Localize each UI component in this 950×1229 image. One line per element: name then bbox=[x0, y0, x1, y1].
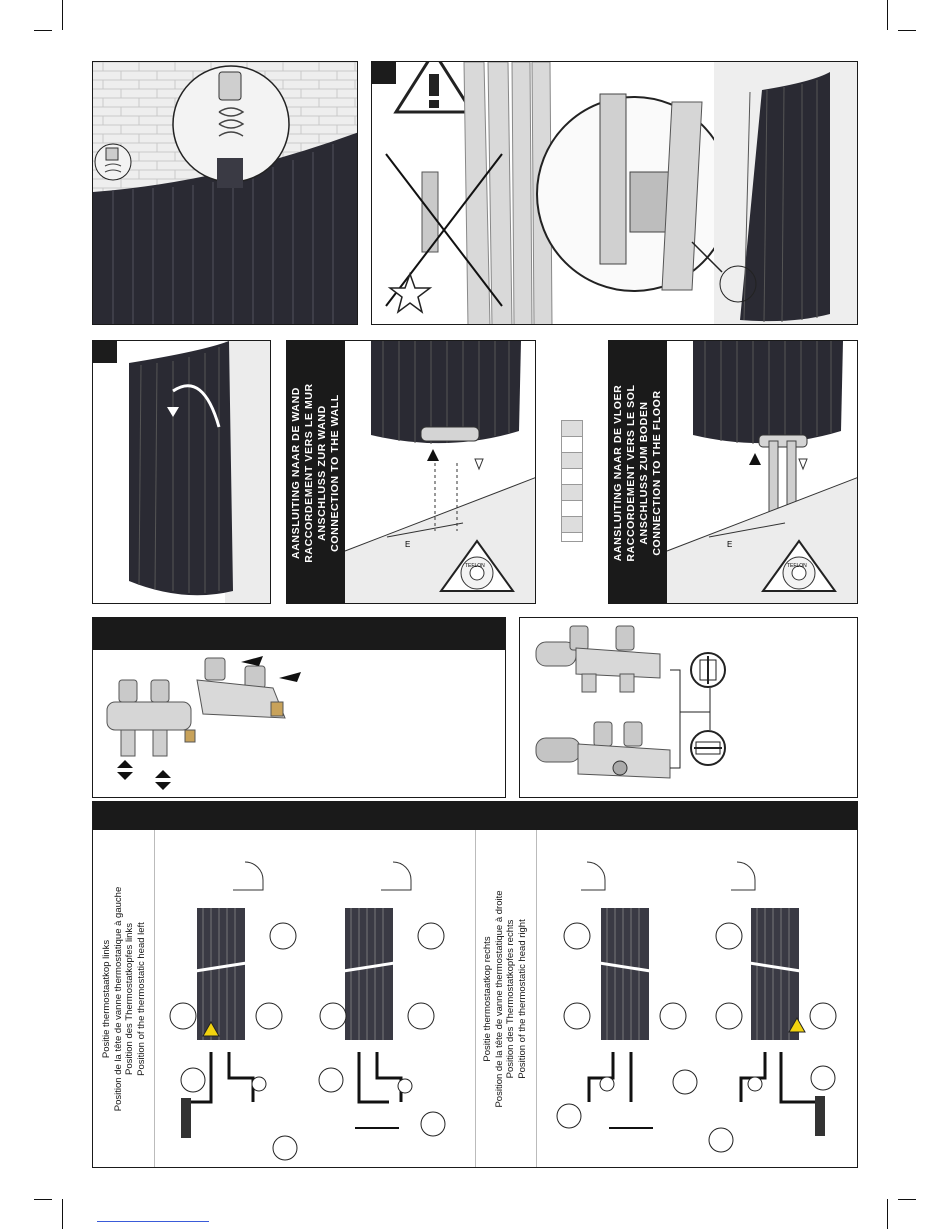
thermostat-positions-diagrams bbox=[169, 861, 837, 1161]
crop-mark bbox=[887, 1199, 888, 1229]
step-number-tab bbox=[372, 62, 396, 84]
screw-slot-open-icon bbox=[690, 652, 726, 688]
arrow-down-icon bbox=[474, 458, 484, 471]
mount-valve-illustration bbox=[93, 62, 357, 324]
teflon-tape-icon: TEFLON bbox=[761, 539, 837, 592]
step-panel-valve-options bbox=[92, 617, 506, 798]
thermostat-section-header-bar bbox=[93, 802, 857, 830]
dimension-table bbox=[561, 420, 583, 542]
screw-slot-closed-icon bbox=[690, 730, 726, 766]
crop-mark bbox=[898, 1199, 916, 1200]
valve-options-header-bar bbox=[93, 618, 505, 650]
arrow-right-icon bbox=[279, 672, 301, 682]
arrow-up-icon bbox=[427, 449, 439, 461]
wall-connection-label-strip bbox=[287, 341, 345, 603]
crop-mark bbox=[887, 0, 888, 30]
tilt-radiator-illustration bbox=[129, 341, 270, 603]
warning-icon bbox=[393, 62, 475, 114]
valve-icon bbox=[196, 657, 286, 719]
crop-mark bbox=[62, 0, 63, 30]
arrow-down-icon bbox=[798, 458, 808, 471]
teflon-label: TEFLON bbox=[787, 563, 807, 569]
warning-icon bbox=[202, 1020, 220, 1037]
radiator-diagram-left-wall bbox=[169, 861, 298, 1161]
thermostat-right-label-column bbox=[475, 830, 537, 1167]
arrow-up-down-icon bbox=[155, 770, 171, 790]
warning-icon bbox=[788, 1016, 806, 1033]
crop-mark bbox=[62, 1199, 63, 1229]
radiator-diagram-right-floor bbox=[556, 861, 698, 1129]
radiator-diagram-right-wall bbox=[708, 861, 837, 1153]
step-panel-valve-orientation bbox=[519, 617, 858, 798]
wall-connection-illustration: E TEFLON bbox=[344, 341, 535, 603]
link-underline bbox=[97, 1221, 209, 1222]
valve-orientation-illustration bbox=[535, 625, 726, 779]
step-number-tab bbox=[93, 341, 117, 363]
radiator-diagram-left-floor bbox=[318, 861, 446, 1137]
step-panel-mount-valve bbox=[92, 61, 358, 325]
arrow-up-down-icon bbox=[117, 760, 133, 780]
floor-connection-label-strip bbox=[609, 341, 667, 603]
crop-mark bbox=[34, 1199, 52, 1200]
arrow-right-icon bbox=[241, 656, 263, 666]
step-panel-tilt-radiator bbox=[92, 340, 271, 604]
floor-dimension-label: E bbox=[727, 540, 732, 549]
teflon-label: TEFLON bbox=[465, 563, 485, 569]
hang-bracket-illustration bbox=[385, 62, 857, 324]
valve-icon bbox=[535, 625, 661, 693]
step-panel-wall-connection: AANSLUITING NAAR DE WAND RACCORDEMENT VE… bbox=[286, 340, 536, 604]
thermostat-positions-section: Positie thermostaatkop links Position de… bbox=[92, 801, 858, 1168]
star-icon bbox=[387, 271, 433, 314]
crop-mark bbox=[898, 30, 916, 31]
teflon-tape-icon: TEFLON bbox=[439, 539, 515, 592]
valve-icon bbox=[535, 721, 671, 779]
wall-dimension-label: E bbox=[405, 540, 410, 549]
arrow-down-icon bbox=[167, 407, 179, 417]
arrow-up-icon bbox=[749, 453, 761, 465]
thermostat-left-label-column bbox=[93, 830, 155, 1167]
crop-mark bbox=[34, 30, 52, 31]
valve-icon bbox=[106, 679, 196, 757]
step-panel-hang-bracket bbox=[371, 61, 858, 325]
valve-options-illustration bbox=[106, 656, 301, 790]
step-panel-floor-connection: AANSLUITING NAAR DE VLOER RACCORDEMENT V… bbox=[608, 340, 858, 604]
floor-connection-illustration: E TEFLON bbox=[666, 341, 857, 603]
